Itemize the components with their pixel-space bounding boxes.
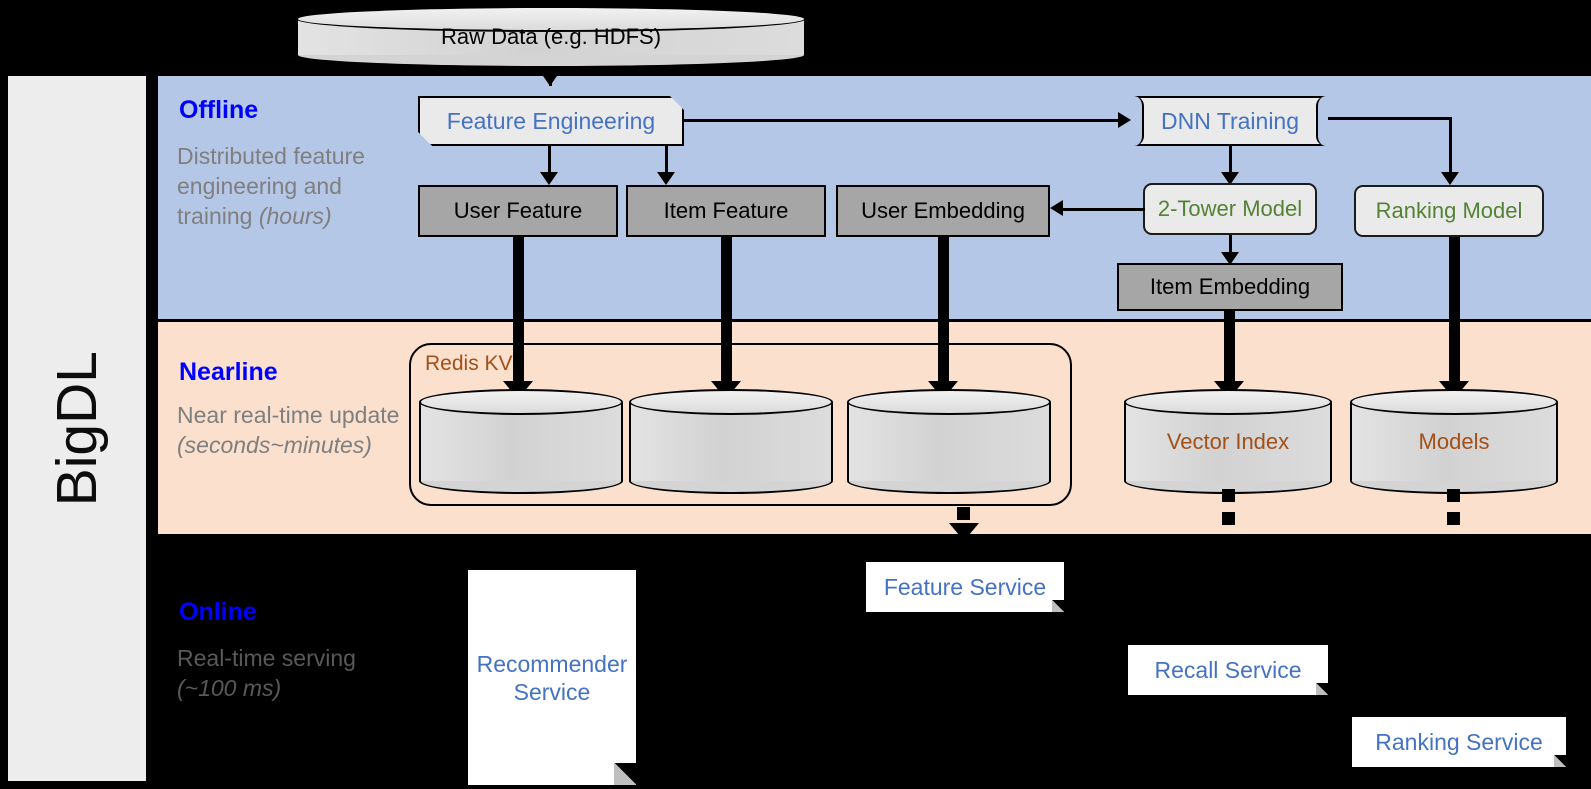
node-recommender-service-label: Recommender Service — [476, 650, 628, 705]
bracket-right-decoration — [1316, 96, 1328, 146]
vector-index-label: Vector Index — [1166, 428, 1290, 454]
arrow-twotower-userembedding — [1050, 200, 1063, 216]
bigdl-label-wrapper: BigDL — [8, 76, 146, 781]
arrow-fe-itemfeature — [657, 172, 675, 185]
cylinder-top — [296, 6, 806, 32]
cylinder-body — [1350, 402, 1558, 481]
raw-data-cylinder: Raw Data (e.g. HDFS) — [296, 6, 806, 68]
node-user-embedding-label: User Embedding — [861, 198, 1025, 223]
node-item-embedding-label: Item Embedding — [1149, 274, 1311, 299]
redis-kv-label: Redis KV — [425, 352, 513, 375]
connector-dnn-twotower — [1229, 146, 1232, 178]
store-user-feature-label — [419, 389, 623, 494]
raw-data-label: Raw Data (e.g. HDFS) — [440, 24, 662, 49]
store-user-embedding-cylinder[interactable] — [847, 389, 1051, 494]
cylinder-top — [1350, 389, 1558, 415]
models-label: Models — [1418, 428, 1490, 454]
pipe-itemembedding-vectorindex — [1224, 311, 1235, 389]
node-ranking-model-label: Ranking Model — [1375, 198, 1523, 223]
node-user-embedding[interactable]: User Embedding — [836, 185, 1050, 237]
redis-kv-container — [409, 343, 1072, 506]
node-ranking-service-label: Ranking Service — [1375, 729, 1543, 755]
arrow-rawdata-fe — [541, 73, 559, 86]
dashed-segment-feature-service-1 — [957, 507, 970, 520]
arrow-dnn-twotower — [1221, 172, 1239, 185]
models-cylinder[interactable]: Models — [1350, 389, 1558, 494]
store-user-embedding-label — [847, 389, 1051, 494]
band-offline-emphasis: (hours) — [258, 203, 332, 229]
pipe-rankingmodel-models — [1449, 237, 1460, 389]
arrow-twotower-itemembedding — [1221, 252, 1239, 265]
node-ranking-service[interactable]: Ranking Service — [1352, 717, 1566, 767]
page-fold-icon — [1052, 600, 1064, 612]
node-two-tower-model[interactable]: 2-Tower Model — [1143, 183, 1317, 235]
band-nearline-description-text: Near real-time update — [177, 402, 400, 428]
connector-twotower-userembedding — [1063, 208, 1145, 211]
dashed-segment-recall-service-2 — [1222, 512, 1235, 525]
connector-dnn-ranking-h — [1328, 117, 1452, 120]
arrow-nearline-feature-service — [949, 523, 979, 541]
node-feature-engineering-label: Feature Engineering — [446, 107, 656, 134]
arrow-dnn-ranking — [1441, 172, 1459, 185]
connector-twotower-itemembedding — [1229, 235, 1232, 260]
connector-dnn-ranking-v — [1449, 117, 1452, 175]
cylinder-body — [847, 402, 1051, 481]
node-item-feature[interactable]: Item Feature — [626, 185, 826, 237]
page-fold-icon — [1554, 755, 1566, 767]
node-user-feature-label: User Feature — [453, 198, 583, 223]
store-item-feature-cylinder[interactable] — [629, 389, 833, 494]
cylinder-top — [847, 389, 1051, 415]
band-offline-description-text: Distributed feature engineering and trai… — [177, 143, 365, 229]
page-fold-icon — [1316, 683, 1328, 695]
node-feature-engineering[interactable]: Feature Engineering — [418, 96, 684, 146]
vector-index-cylinder[interactable]: Vector Index — [1124, 389, 1332, 494]
node-recall-service-label: Recall Service — [1154, 657, 1302, 683]
node-feature-service-label: Feature Service — [883, 574, 1047, 600]
band-online-description-text: Real-time serving — [177, 645, 356, 671]
bigdl-label: BigDL — [45, 350, 109, 507]
node-feature-service[interactable]: Feature Service — [866, 562, 1064, 612]
band-online-title: Online — [179, 598, 257, 626]
node-recall-service[interactable]: Recall Service — [1128, 645, 1328, 695]
band-online-emphasis: (~100 ms) — [177, 675, 282, 701]
node-dnn-training-label: DNN Training — [1160, 107, 1300, 134]
cylinder-top — [1124, 389, 1332, 415]
band-nearline-emphasis: (seconds~minutes) — [177, 432, 372, 458]
arrow-fe-dnn — [1118, 112, 1131, 128]
pipe-userembedding-store — [938, 237, 949, 389]
connector-fe-userfeature — [548, 146, 551, 175]
band-offline-title: Offline — [179, 96, 259, 124]
band-offline-description: Distributed feature engineering and trai… — [177, 141, 377, 231]
dashed-segment-recall-service-1 — [1222, 489, 1235, 502]
connector-fe-dnn — [684, 119, 1119, 122]
arrow-fe-userfeature — [540, 172, 558, 185]
cylinder-top — [629, 389, 833, 415]
node-item-feature-label: Item Feature — [663, 198, 789, 223]
dashed-segment-ranking-service-2 — [1447, 512, 1460, 525]
pipe-itemfeature-store — [721, 237, 732, 389]
cylinder-top — [419, 389, 623, 415]
bigdl-framework-rail: BigDL — [8, 76, 146, 781]
node-item-embedding[interactable]: Item Embedding — [1117, 263, 1343, 311]
node-user-feature[interactable]: User Feature — [418, 185, 618, 237]
node-dnn-training[interactable]: DNN Training — [1132, 96, 1328, 146]
bracket-left-decoration — [1132, 96, 1144, 146]
cylinder-body — [1124, 402, 1332, 481]
band-nearline-title: Nearline — [179, 358, 278, 386]
cylinder-body — [629, 402, 833, 481]
band-online-description: Real-time serving (~100 ms) — [177, 643, 377, 703]
node-recommender-service[interactable]: Recommender Service — [468, 570, 636, 785]
pipe-userfeature-store — [513, 237, 524, 389]
store-item-feature-label — [629, 389, 833, 494]
node-two-tower-model-label: 2-Tower Model — [1157, 196, 1303, 221]
node-ranking-model[interactable]: Ranking Model — [1354, 185, 1544, 237]
connector-fe-itemfeature — [665, 146, 668, 175]
band-nearline-description: Near real-time update (seconds~minutes) — [177, 400, 407, 460]
cylinder-body — [419, 402, 623, 481]
store-user-feature-cylinder[interactable] — [419, 389, 623, 494]
dashed-segment-ranking-service-1 — [1447, 489, 1460, 502]
page-fold-icon — [614, 763, 636, 785]
